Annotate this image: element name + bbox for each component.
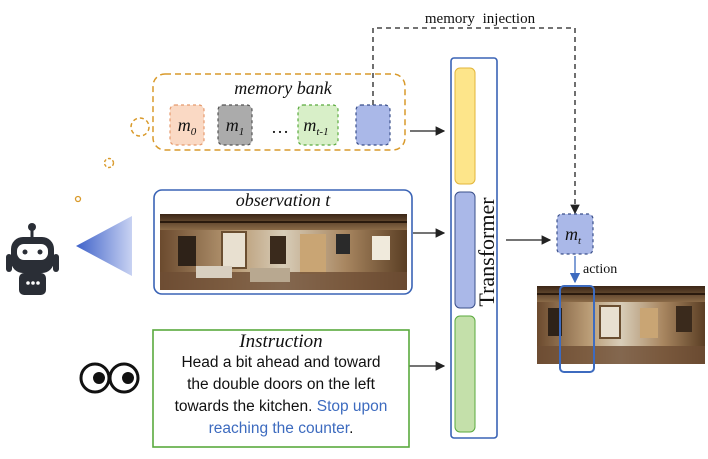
observation-panorama-image <box>160 214 407 290</box>
instruction-box <box>152 329 410 448</box>
memory-slot-mt-1 <box>297 104 339 146</box>
transformer-memory-token <box>454 67 476 185</box>
instruction-line-4-highlight: reaching the counter <box>208 420 350 437</box>
memory-slot-m1-label: m1 <box>226 115 245 138</box>
memory-bank-box <box>152 73 406 151</box>
memory-injection-path <box>372 27 576 212</box>
transformer-label: Transformer <box>474 197 499 307</box>
instruction-line-3: towards the kitchen. Stop upon <box>156 396 406 418</box>
memory-slot-m0-label: m0 <box>178 115 197 138</box>
action-highlight-box <box>559 285 595 373</box>
transformer-instruction-token <box>454 315 476 433</box>
memory-bank-title: memory bank <box>234 78 332 98</box>
view-cone-icon <box>76 216 132 276</box>
new-memory-mt-label: mt <box>565 224 582 247</box>
memory-slot-m0 <box>169 104 205 146</box>
thought-bubble-icon <box>74 117 150 203</box>
memory-slot-new <box>355 104 391 146</box>
eyes-icon <box>79 362 140 394</box>
instruction-line-4: reaching the counter. <box>156 418 406 440</box>
instruction-title: Instruction <box>238 331 322 352</box>
robot-icon <box>6 223 59 295</box>
instruction-line-1: Head a bit ahead and toward <box>181 354 381 371</box>
observation-title: observation t <box>236 190 331 210</box>
memory-injection-label: memory injection <box>425 11 536 27</box>
action-panorama-image <box>537 286 705 364</box>
transformer-observation-token <box>454 191 476 309</box>
instruction-line-4-end: . <box>349 420 354 437</box>
memory-slot-mt-1-label: mt-1 <box>303 115 328 138</box>
instruction-text: Head a bit ahead and toward the double d… <box>156 352 406 440</box>
memory-slot-m1 <box>217 104 253 146</box>
memory-ellipsis: … <box>271 117 289 137</box>
instruction-line-3-highlight: Stop upon <box>316 398 388 415</box>
instruction-line-3-plain: towards the kitchen. <box>174 398 317 415</box>
action-label: action <box>583 262 617 277</box>
instruction-line-2: the double doors on the left <box>187 376 375 393</box>
new-memory-mt-box <box>556 213 594 255</box>
